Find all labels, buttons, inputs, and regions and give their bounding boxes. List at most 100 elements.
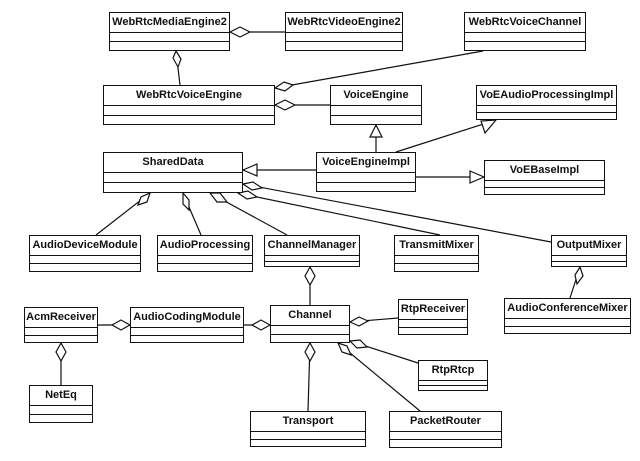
class-name: OutputMixer	[552, 236, 626, 256]
class-webrtc-video-engine2: WebRtcVideoEngine2	[285, 12, 403, 51]
class-audio-conference-mixer: AudioConferenceMixer	[504, 298, 631, 334]
class-name: AudioDeviceModule	[30, 236, 140, 256]
attributes-compartment	[104, 106, 274, 116]
aggregation-output-mixer-conference-mixer	[569, 265, 584, 299]
operations-compartment	[104, 183, 242, 192]
aggregation-shared-data-audio-device-module	[95, 191, 151, 236]
class-audio-device-module: AudioDeviceModule	[29, 235, 141, 272]
operations-compartment	[158, 264, 252, 271]
class-name: AudioProcessing	[158, 236, 252, 256]
aggregation-shared-data-audio-processing	[182, 191, 202, 236]
class-rtp-rtcp: RtpRtcp	[418, 360, 488, 391]
generalization-impl-shared-data	[241, 163, 316, 177]
class-name: TransmitMixer	[395, 236, 478, 256]
generalization-impl-audio-processing	[395, 119, 498, 153]
class-audio-processing: AudioProcessing	[157, 235, 253, 272]
attributes-compartment	[465, 33, 585, 42]
operations-compartment	[30, 415, 92, 423]
class-name: VoiceEngineImpl	[317, 153, 415, 173]
attributes-compartment	[286, 33, 402, 42]
attributes-compartment	[390, 432, 501, 440]
class-name: AudioCodingModule	[131, 308, 243, 328]
operations-compartment	[419, 386, 487, 390]
aggregation-media-engine-video-engine	[228, 26, 285, 38]
operations-compartment	[390, 440, 501, 447]
operations-compartment	[286, 42, 402, 50]
class-packet-router: PacketRouter	[389, 411, 502, 448]
class-name: SharedData	[104, 153, 242, 173]
attributes-compartment	[477, 106, 616, 113]
operations-compartment	[485, 188, 604, 194]
attributes-compartment	[265, 256, 359, 262]
class-voice-engine-impl: VoiceEngineImpl	[316, 152, 416, 192]
attributes-compartment	[158, 256, 252, 264]
aggregation-shared-data-output-mixer	[241, 181, 552, 243]
attributes-compartment	[25, 328, 97, 336]
operations-compartment	[110, 42, 229, 50]
attributes-compartment	[485, 181, 604, 188]
attributes-compartment	[419, 381, 487, 386]
attributes-compartment	[271, 326, 349, 335]
aggregation-coding-module-acm-receiver	[98, 319, 132, 331]
aggregation-channel-rtp-receiver	[348, 316, 399, 327]
class-acm-receiver: AcmReceiver	[24, 307, 98, 343]
attributes-compartment	[251, 432, 365, 440]
class-output-mixer: OutputMixer	[551, 235, 627, 267]
class-rtp-receiver: RtpReceiver	[398, 299, 468, 335]
operations-compartment	[131, 336, 243, 343]
class-voe-audio-processing-impl: VoEAudioProcessingImpl	[476, 85, 617, 120]
generalization-impl-base	[416, 170, 486, 184]
class-name: RtpReceiver	[399, 300, 467, 320]
attributes-compartment	[399, 320, 467, 328]
operations-compartment	[317, 183, 415, 192]
class-transmit-mixer: TransmitMixer	[394, 235, 479, 272]
operations-compartment	[465, 42, 585, 50]
aggregation-channel-packet-router	[336, 342, 421, 412]
class-webrtc-voice-engine: WebRtcVoiceEngine	[103, 85, 275, 125]
class-channel: Channel	[270, 305, 350, 343]
attributes-compartment	[131, 328, 243, 336]
class-name: RtpRtcp	[419, 361, 487, 381]
class-audio-coding-module: AudioCodingModule	[130, 307, 244, 343]
aggregation-channel-rtp-rtcp	[348, 339, 419, 364]
class-voice-engine: VoiceEngine	[330, 85, 422, 125]
aggregation-media-engine-voice-engine	[172, 49, 182, 86]
class-voe-base-impl: VoEBaseImpl	[484, 160, 605, 195]
class-name: NetEq	[30, 386, 92, 406]
attributes-compartment	[331, 106, 421, 116]
aggregation-channel-coding-module	[244, 319, 272, 331]
class-name: Channel	[271, 306, 349, 326]
class-shared-data: SharedData	[103, 152, 243, 193]
class-webrtc-voice-channel: WebRtcVoiceChannel	[464, 12, 586, 51]
class-webrtc-media-engine2: WebRtcMediaEngine2	[109, 12, 230, 51]
attributes-compartment	[110, 33, 229, 42]
class-name: WebRtcVoiceEngine	[104, 86, 274, 106]
aggregation-channel-transport	[304, 341, 316, 412]
operations-compartment	[251, 440, 365, 447]
operations-compartment	[331, 116, 421, 125]
attributes-compartment	[552, 256, 626, 262]
operations-compartment	[477, 113, 616, 119]
operations-compartment	[505, 327, 630, 334]
class-name: PacketRouter	[390, 412, 501, 432]
operations-compartment	[395, 264, 478, 271]
class-channel-manager: ChannelManager	[264, 235, 360, 267]
class-name: Transport	[251, 412, 365, 432]
attributes-compartment	[505, 319, 630, 327]
class-name: WebRtcMediaEngine2	[110, 13, 229, 33]
class-name: AudioConferenceMixer	[505, 299, 630, 319]
operations-compartment	[104, 116, 274, 125]
attributes-compartment	[395, 256, 478, 264]
aggregation-acm-receiver-neteq	[55, 341, 67, 385]
operations-compartment	[265, 262, 359, 267]
aggregation-webrtc-voice-engine-voice-engine	[273, 99, 330, 111]
class-name: WebRtcVoiceChannel	[465, 13, 585, 33]
class-name: VoEBaseImpl	[485, 161, 604, 181]
operations-compartment	[30, 264, 140, 271]
class-neteq: NetEq	[29, 385, 93, 423]
operations-compartment	[552, 262, 626, 267]
class-transport: Transport	[250, 411, 366, 447]
class-name: AcmReceiver	[25, 308, 97, 328]
